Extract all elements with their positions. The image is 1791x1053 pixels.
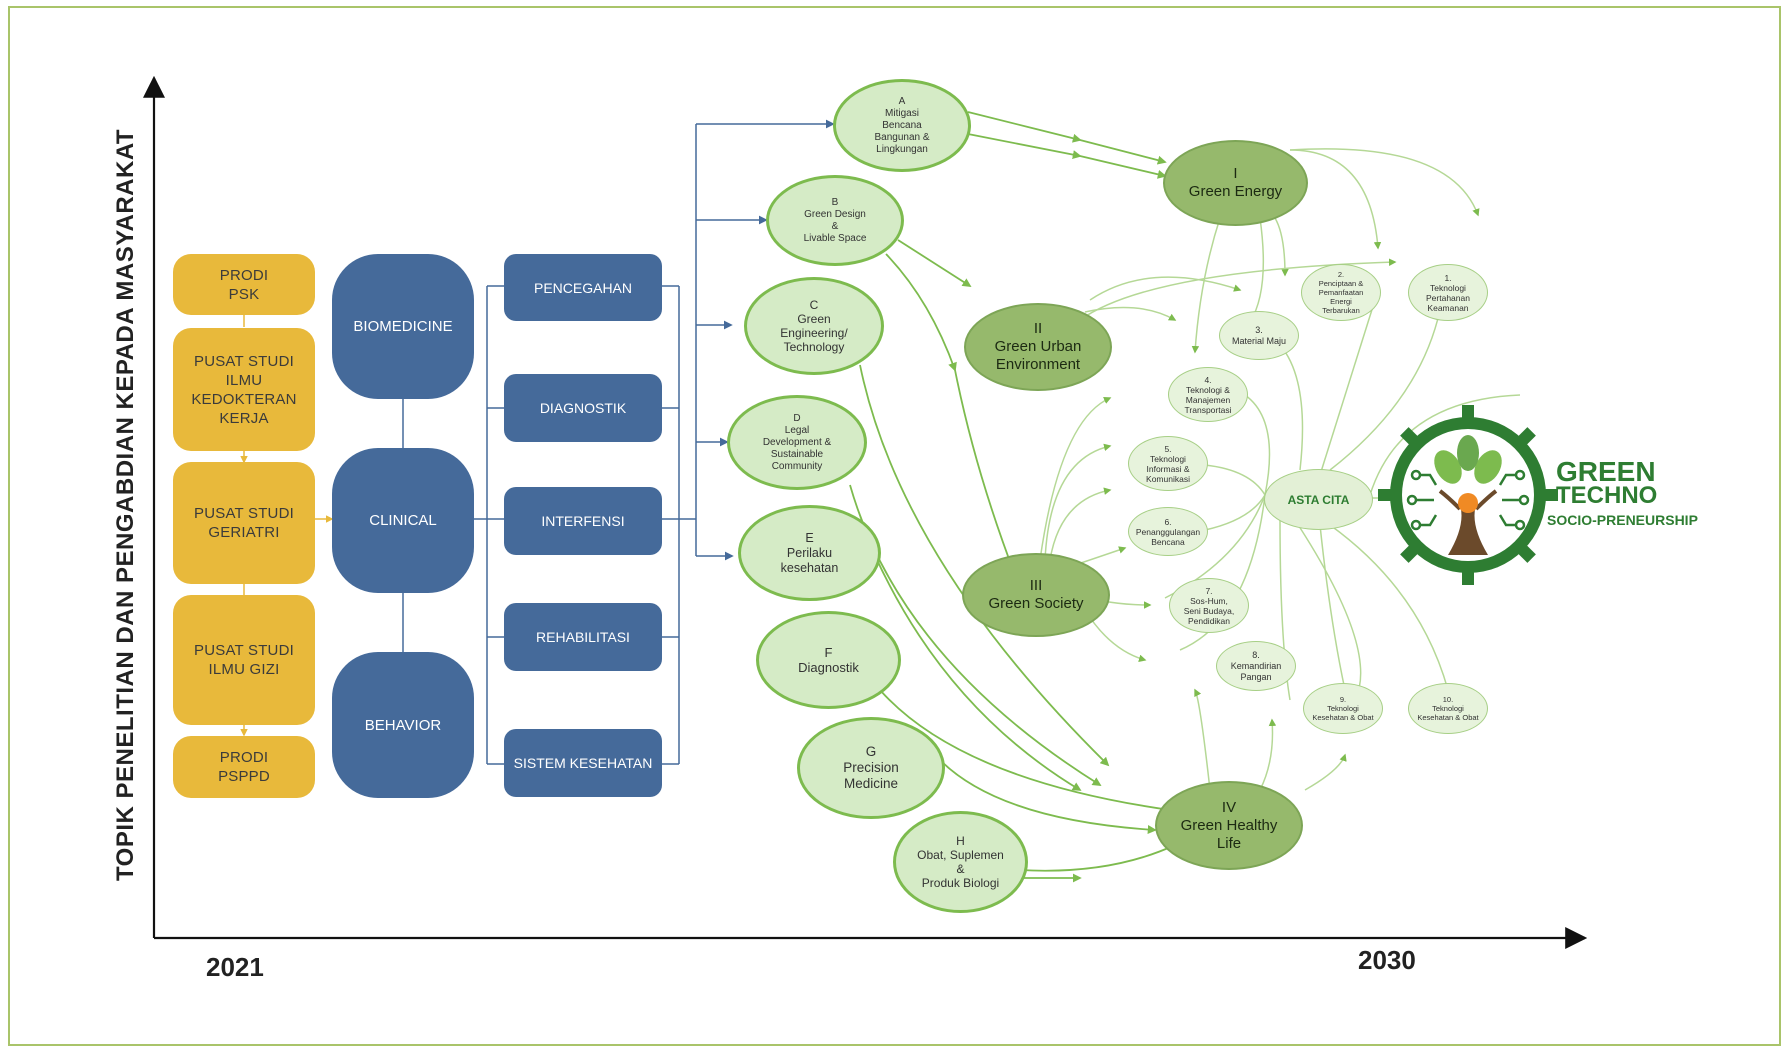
priority-label: 6. Penanggulangan Bencana bbox=[1135, 516, 1201, 547]
pillar-label: Green Society bbox=[988, 595, 1084, 612]
topic-letter: F bbox=[824, 645, 833, 660]
topic-a-mitigasi-bencana: A Mitigasi Bencana Bangunan & Lingkungan bbox=[833, 79, 971, 172]
topic-letter: B bbox=[831, 196, 839, 208]
topic-label: Mitigasi Bencana Bangunan & Lingkungan bbox=[874, 107, 930, 155]
pillar-label: Green Urban Environment bbox=[994, 338, 1082, 373]
unit-prodi-psk: PRODI PSK bbox=[173, 254, 315, 315]
priority-10: 10. Teknologi Kesehatan & Obat bbox=[1408, 683, 1488, 734]
topic-h-obat-suplemen: H Obat, Suplemen & Produk Biologi bbox=[893, 811, 1028, 913]
priority-label: 2. Penciptaan & Pemanfaatan Energi Terba… bbox=[1318, 270, 1364, 315]
priority-9: 9. Teknologi Kesehatan & Obat bbox=[1303, 683, 1383, 734]
approach-diagnostik: DIAGNOSTIK bbox=[504, 374, 662, 442]
priority-6: 6. Penanggulangan Bencana bbox=[1128, 507, 1208, 556]
unit-pusat-studi-gizi: PUSAT STUDI ILMU GIZI bbox=[173, 595, 315, 725]
topic-g-precision-medicine: G Precision Medicine bbox=[797, 717, 945, 819]
pillar-label: Green Energy bbox=[1188, 183, 1283, 200]
pillar-iv-green-healthy-life: IV Green Healthy Life bbox=[1155, 781, 1303, 870]
topic-letter: E bbox=[805, 530, 814, 545]
topic-letter: A bbox=[898, 95, 906, 107]
logo-socio-preneurship: SOCIO-PRENEURSHIP bbox=[1547, 512, 1698, 528]
topic-letter: C bbox=[809, 298, 819, 312]
approach-sistem-kesehatan: SISTEM KESEHATAN bbox=[504, 729, 662, 797]
unit-pusat-studi-kedokteran-kerja: PUSAT STUDI ILMU KEDOKTERAN KERJA bbox=[173, 328, 315, 451]
priority-1: 1. Teknologi Pertahanan Keamanan bbox=[1408, 264, 1488, 321]
approach-rehabilitasi: REHABILITASI bbox=[504, 603, 662, 671]
topic-letter: H bbox=[956, 834, 965, 848]
topic-label: Perilaku kesehatan bbox=[780, 545, 839, 575]
topic-label: Obat, Suplemen & Produk Biologi bbox=[917, 848, 1004, 890]
approach-interfensi: INTERFENSI bbox=[504, 487, 662, 555]
diagram-frame bbox=[8, 6, 1781, 1046]
pillar-numeral: II bbox=[1033, 320, 1043, 337]
asta-cita-hub: ASTA CITA bbox=[1264, 469, 1373, 530]
topic-f-diagnostik: F Diagnostik bbox=[756, 611, 901, 709]
green-techno-logo-icon bbox=[1378, 405, 1558, 585]
priority-label: 8. Kemandirian Pangan bbox=[1230, 649, 1282, 682]
pillar-i-green-energy: I Green Energy bbox=[1163, 140, 1308, 226]
priority-label: 1. Teknologi Pertahanan Keamanan bbox=[1426, 272, 1470, 313]
domain-behavior: BEHAVIOR bbox=[332, 652, 474, 798]
x-axis-start-year: 2021 bbox=[206, 952, 264, 982]
unit-prodi-psppd: PRODI PSPPD bbox=[173, 736, 315, 798]
topic-label: Precision Medicine bbox=[843, 760, 899, 791]
topic-b-green-design: B Green Design & Livable Space bbox=[766, 175, 904, 266]
priority-7: 7. Sos-Hum, Seni Budaya, Pendidikan bbox=[1169, 578, 1249, 633]
priority-label: 9. Teknologi Kesehatan & Obat bbox=[1312, 695, 1374, 722]
pillar-label: Green Healthy Life bbox=[1180, 816, 1278, 852]
unit-pusat-studi-geriatri: PUSAT STUDI GERIATRI bbox=[173, 462, 315, 584]
priority-label: 3. Material Maju bbox=[1231, 324, 1287, 346]
topic-letter: D bbox=[793, 412, 801, 424]
topic-d-legal-development: D Legal Development & Sustainable Commun… bbox=[727, 395, 867, 490]
priority-4: 4. Teknologi & Manajemen Transportasi bbox=[1168, 367, 1248, 422]
topic-label: Legal Development & Sustainable Communit… bbox=[762, 424, 832, 472]
priority-8: 8. Kemandirian Pangan bbox=[1216, 641, 1296, 691]
domain-clinical: CLINICAL bbox=[332, 448, 474, 593]
logo-techno: TECHNO bbox=[1556, 482, 1658, 509]
priority-5: 5. Teknologi Informasi & Komunikasi bbox=[1128, 436, 1208, 491]
priority-2: 2. Penciptaan & Pemanfaatan Energi Terba… bbox=[1301, 264, 1381, 321]
hub-label: ASTA CITA bbox=[1287, 492, 1350, 507]
priority-3: 3. Material Maju bbox=[1219, 311, 1299, 360]
pillar-numeral: III bbox=[1029, 577, 1043, 594]
domain-biomedicine: BIOMEDICINE bbox=[332, 254, 474, 399]
topic-label: Green Engineering/ Technology bbox=[780, 312, 848, 354]
priority-label: 10. Teknologi Kesehatan & Obat bbox=[1417, 695, 1479, 722]
topic-letter: G bbox=[865, 744, 877, 759]
topic-label: Green Design & Livable Space bbox=[803, 208, 867, 244]
logo-green: GREEN bbox=[1556, 456, 1656, 487]
pillar-ii-green-urban: II Green Urban Environment bbox=[964, 303, 1112, 391]
topic-label: Diagnostik bbox=[798, 660, 859, 675]
topic-e-perilaku-kesehatan: E Perilaku kesehatan bbox=[738, 505, 881, 601]
y-axis-label: TOPIK PENELITIAN DAN PENGABDIAN KEPADA M… bbox=[112, 128, 139, 882]
topic-c-green-engineering: C Green Engineering/ Technology bbox=[744, 277, 884, 375]
approach-pencegahan: PENCEGAHAN bbox=[504, 254, 662, 321]
priority-label: 4. Teknologi & Manajemen Transportasi bbox=[1184, 374, 1232, 415]
pillar-iii-green-society: III Green Society bbox=[962, 553, 1110, 637]
x-axis-end-year: 2030 bbox=[1358, 945, 1416, 975]
priority-label: 5. Teknologi Informasi & Komunikasi bbox=[1146, 443, 1190, 484]
pillar-numeral: IV bbox=[1221, 798, 1237, 816]
priority-label: 7. Sos-Hum, Seni Budaya, Pendidikan bbox=[1183, 585, 1235, 626]
pillar-numeral: I bbox=[1233, 165, 1238, 182]
